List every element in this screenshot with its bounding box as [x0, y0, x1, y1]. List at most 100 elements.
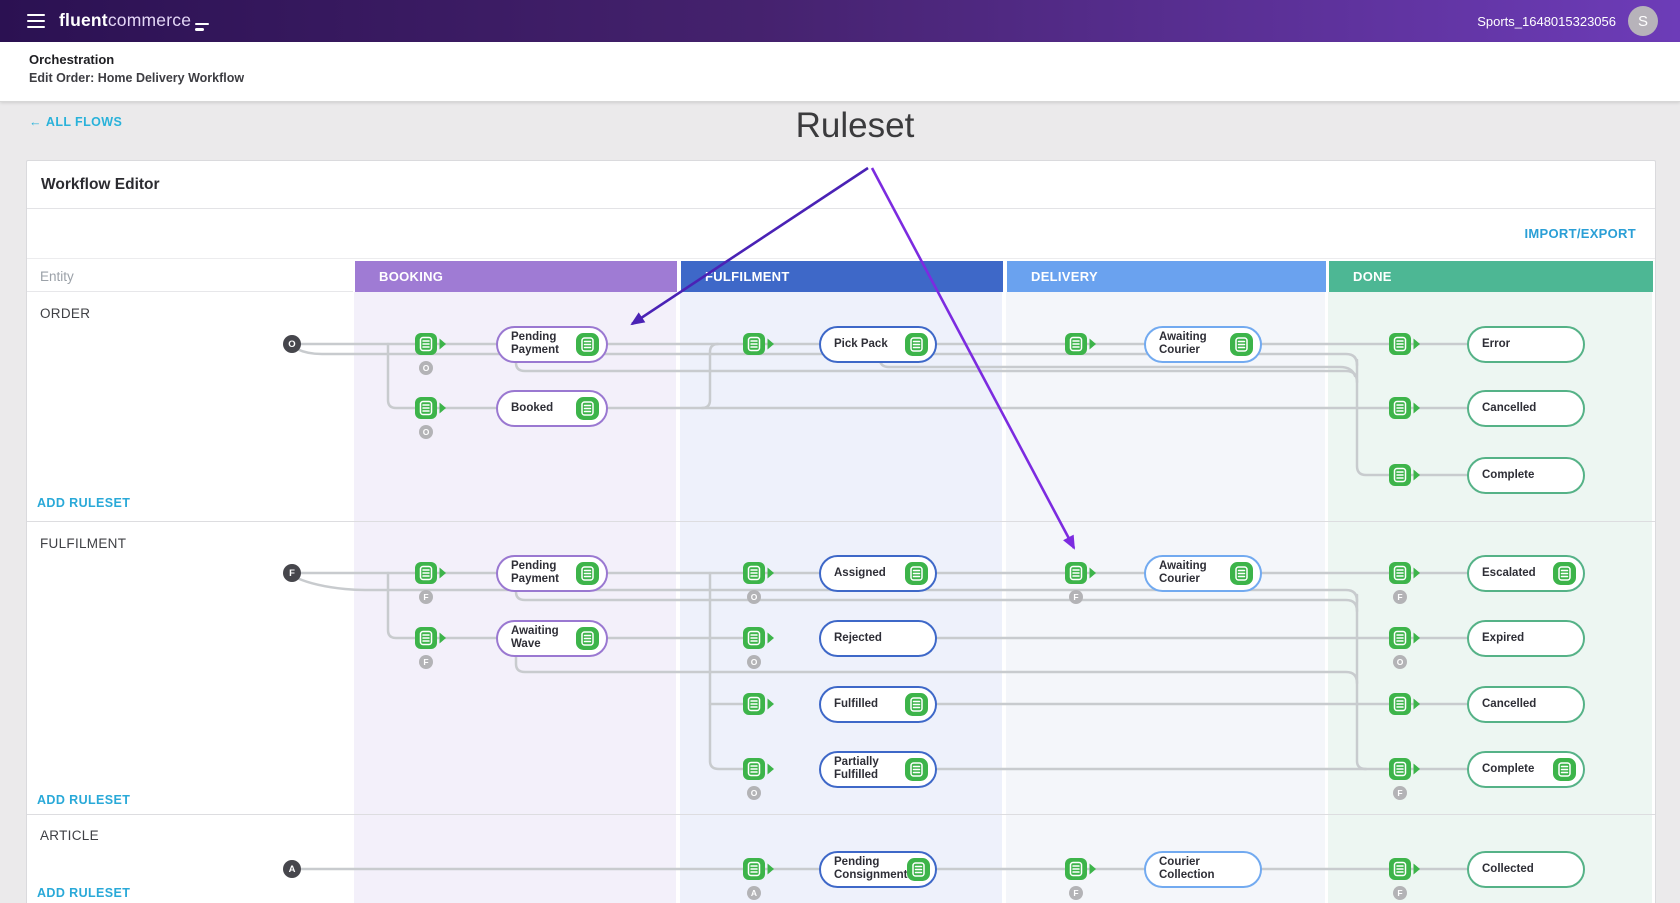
ruleset-icon[interactable]	[1065, 562, 1096, 584]
status-node-pending-consignment[interactable]: Pending Consignment	[819, 850, 937, 888]
add-ruleset-link-fulfilment[interactable]: ADD RULESET	[37, 793, 131, 807]
status-node-label: Complete	[1482, 468, 1535, 481]
status-node-label: Pending Payment	[511, 560, 559, 585]
ruleset-icon[interactable]	[1389, 627, 1420, 649]
status-node-label: Assigned	[834, 566, 886, 579]
ruleset-icon[interactable]	[415, 627, 446, 649]
status-node-assigned[interactable]: Assigned	[819, 554, 937, 592]
workflow-editor-panel: Workflow Editor IMPORT/EXPORT Entity BOO…	[26, 160, 1656, 903]
panel-title: Workflow Editor	[41, 176, 160, 193]
ruleset-icon[interactable]	[415, 562, 446, 584]
status-node-complete[interactable]: Complete	[1467, 750, 1585, 788]
column-header-delivery: DELIVERY	[1007, 261, 1326, 292]
status-node-collected[interactable]: Collected	[1467, 850, 1585, 888]
ruleset-icon[interactable]	[1230, 332, 1253, 356]
ruleset-icon[interactable]	[1389, 397, 1420, 419]
ruleset-icon[interactable]	[905, 332, 928, 356]
ruleset-icon[interactable]	[1553, 561, 1576, 585]
ruleset-icon[interactable]	[576, 332, 599, 356]
page-title: Edit Order: Home Delivery Workflow	[29, 71, 245, 85]
status-node-label: Courier Collection	[1159, 856, 1215, 881]
status-node-label: Fulfilled	[834, 697, 879, 710]
status-node-label: Partially Fulfilled	[834, 756, 879, 781]
ruleset-icon[interactable]	[1065, 858, 1096, 880]
column-header-fulfilment: FULFILMENT	[681, 261, 1003, 292]
ruleset-icon[interactable]	[905, 757, 928, 781]
ruleset-icon[interactable]	[1389, 562, 1420, 584]
import-export-link[interactable]: IMPORT/EXPORT	[1524, 226, 1636, 241]
status-node-label: Awaiting Courier	[1159, 331, 1207, 356]
annotation-ruleset-label: Ruleset	[795, 106, 915, 145]
status-node-pending-payment[interactable]: Pending Payment	[496, 325, 608, 363]
status-node-label: Awaiting Courier	[1159, 560, 1207, 585]
ruleset-icon[interactable]	[907, 857, 931, 881]
status-node-pending-payment[interactable]: Pending Payment	[496, 554, 608, 592]
status-node-awaiting-courier[interactable]: Awaiting Courier	[1144, 554, 1262, 592]
status-node-label: Complete	[1482, 762, 1535, 775]
ruleset-icon[interactable]	[1389, 333, 1420, 355]
column-header-done: DONE	[1329, 261, 1653, 292]
ruleset-icon[interactable]	[1230, 561, 1253, 585]
add-ruleset-link-article[interactable]: ADD RULESET	[37, 886, 131, 900]
all-flows-label: ALL FLOWS	[45, 115, 123, 129]
ruleset-icon[interactable]	[1389, 464, 1420, 486]
ruleset-icon[interactable]	[1065, 333, 1096, 355]
ruleset-icon[interactable]	[743, 758, 774, 780]
ruleset-icon[interactable]	[743, 562, 774, 584]
add-ruleset-link-order[interactable]: ADD RULESET	[37, 496, 131, 510]
status-node-label: Error	[1482, 337, 1511, 350]
ruleset-icon[interactable]	[1389, 858, 1420, 880]
avatar[interactable]: S	[1628, 6, 1658, 36]
status-node-escalated[interactable]: Escalated	[1467, 554, 1585, 592]
status-node-label: Escalated	[1482, 566, 1536, 579]
status-node-error[interactable]: Error	[1467, 325, 1585, 363]
status-node-pick-pack[interactable]: Pick Pack	[819, 325, 937, 363]
status-node-label: Collected	[1482, 862, 1534, 875]
status-node-label: Awaiting Wave	[511, 625, 559, 650]
all-flows-link[interactable]: ←ALL FLOWS	[29, 115, 122, 129]
hamburger-menu-icon[interactable]	[27, 14, 45, 28]
ruleset-icon[interactable]	[576, 626, 599, 650]
ruleset-icon[interactable]	[905, 692, 928, 716]
ruleset-icon[interactable]	[743, 693, 774, 715]
ruleset-icon[interactable]	[743, 333, 774, 355]
account-name: Sports_1648015323056	[1477, 13, 1616, 29]
status-node-booked[interactable]: Booked	[496, 389, 608, 427]
ruleset-icon[interactable]	[576, 396, 599, 420]
status-node-label: Cancelled	[1482, 401, 1537, 414]
status-node-rejected[interactable]: Rejected	[819, 619, 937, 657]
status-node-complete[interactable]: Complete	[1467, 456, 1585, 494]
status-node-label: Cancelled	[1482, 697, 1537, 710]
status-node-courier-collection[interactable]: Courier Collection	[1144, 850, 1262, 888]
ruleset-icon[interactable]	[905, 561, 928, 585]
ruleset-icon[interactable]	[1389, 758, 1420, 780]
status-node-cancelled[interactable]: Cancelled	[1467, 389, 1585, 427]
brand-logo-bold: fluent	[59, 10, 108, 31]
editor-toolbar: IMPORT/EXPORT	[27, 209, 1655, 259]
ruleset-icon[interactable]	[415, 333, 446, 355]
ruleset-icon[interactable]	[1389, 693, 1420, 715]
status-node-label: Pending Payment	[511, 331, 559, 356]
status-node-label: Rejected	[834, 631, 882, 644]
ruleset-icon[interactable]	[1553, 757, 1576, 781]
status-node-fulfilled[interactable]: Fulfilled	[819, 685, 937, 723]
brand-logo-light: commerce	[107, 10, 192, 31]
status-node-expired[interactable]: Expired	[1467, 619, 1585, 657]
entity-column-header: Entity	[27, 261, 353, 292]
ruleset-icon[interactable]	[415, 397, 446, 419]
status-node-label: Booked	[511, 401, 554, 414]
back-arrow-icon: ←	[29, 115, 42, 129]
ruleset-icon[interactable]	[743, 858, 774, 880]
ruleset-icon[interactable]	[743, 627, 774, 649]
status-node-awaiting-wave[interactable]: Awaiting Wave	[496, 619, 608, 657]
ruleset-icon[interactable]	[576, 561, 599, 585]
status-node-partially-fulfilled[interactable]: Partially Fulfilled	[819, 750, 937, 788]
status-node-cancelled[interactable]: Cancelled	[1467, 685, 1585, 723]
breadcrumb: Orchestration Edit Order: Home Delivery …	[0, 42, 1680, 102]
status-node-label: Expired	[1482, 631, 1525, 644]
breadcrumb-section: Orchestration	[29, 52, 115, 67]
status-node-awaiting-courier[interactable]: Awaiting Courier	[1144, 325, 1262, 363]
